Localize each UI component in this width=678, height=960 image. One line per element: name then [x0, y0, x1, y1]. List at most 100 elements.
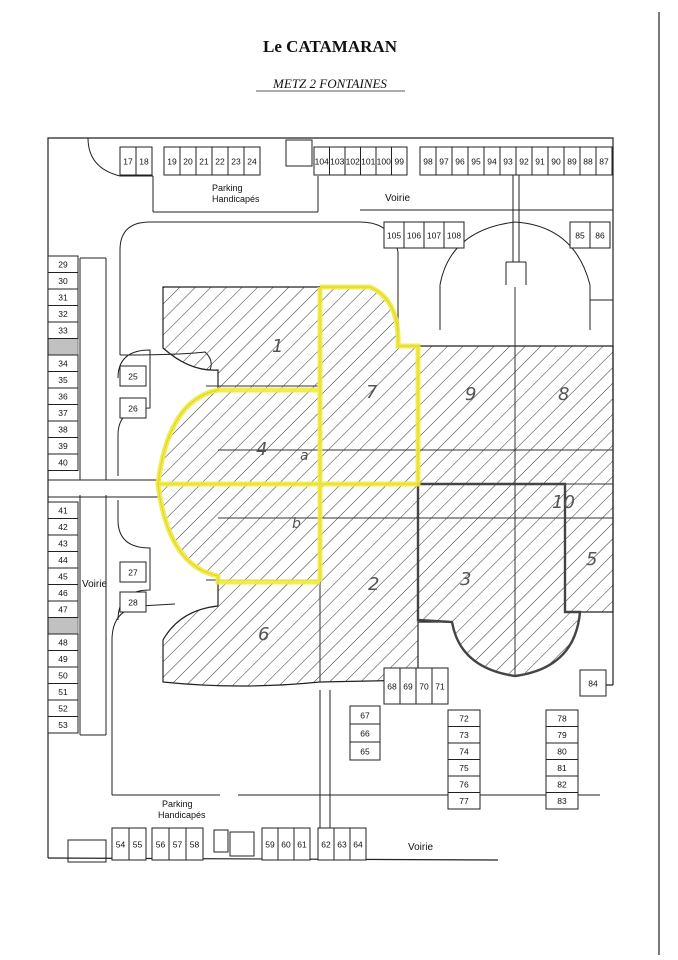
parking-stall: 91	[531, 146, 549, 176]
parking-stall-number: 34	[58, 359, 68, 369]
plan-subtitle: METZ 2 FONTAINES	[272, 76, 387, 91]
parking-stall: 32	[47, 305, 79, 323]
parking-stall: 17	[119, 146, 137, 176]
parking-stall: 55	[128, 827, 147, 861]
parking-stall-number: 54	[116, 839, 126, 849]
parking-stall-number: 26	[128, 403, 138, 413]
parking-stall: 79	[545, 726, 579, 744]
parking-stall: 31	[47, 288, 79, 306]
parking-stall-number: 36	[58, 392, 68, 402]
parking-stall: 49	[47, 650, 79, 668]
parking-stall-number: 50	[58, 671, 68, 681]
parking-stall: 65	[349, 741, 381, 761]
lot-number: 6	[258, 624, 269, 645]
parking-stall-number: 22	[215, 156, 225, 166]
parking-stall: 33	[47, 321, 79, 339]
parking-stall: 103	[329, 146, 346, 176]
parking-stall: 35	[47, 371, 79, 389]
parking-stall: 54	[111, 827, 130, 861]
parking-stall-number: 93	[503, 156, 513, 166]
lot-number: 4	[256, 439, 267, 460]
parking-stall: 72	[447, 709, 481, 727]
parking-stall-number: 62	[321, 839, 331, 849]
parking-stall-number: 30	[58, 276, 68, 286]
lot-number: a	[300, 448, 309, 464]
parking-stall: 89	[563, 146, 581, 176]
parking-stall-number: 81	[557, 763, 567, 773]
parking-stall-number: 86	[595, 230, 605, 240]
parking-stall-number: 79	[557, 730, 567, 740]
parking-stall: 62	[317, 827, 335, 861]
parking-stall: 51	[47, 683, 79, 701]
parking-stall-number: 71	[435, 681, 445, 691]
parking-stall: 96	[451, 146, 469, 176]
parking-stall-number: 20	[183, 156, 193, 166]
parking-stall: 44	[47, 551, 79, 569]
parking-stall: 90	[547, 146, 565, 176]
parking-stall: 19	[163, 146, 181, 176]
parking-stall-number: 103	[330, 156, 344, 166]
parking-stall-number: 68	[387, 681, 397, 691]
parking-stall-number: 72	[459, 714, 469, 724]
parking-stall: 75	[447, 759, 481, 777]
parking-stall: 87	[595, 146, 613, 176]
parking-handicap-label-bottom: Handicapés	[158, 810, 206, 820]
parking-stall-number: 83	[557, 796, 567, 806]
parking-stall: 58	[185, 827, 204, 861]
parking-stall: 57	[168, 827, 187, 861]
parking-stall: 82	[545, 775, 579, 793]
parking-stall: 66	[349, 723, 381, 743]
parking-stall-number: 60	[281, 839, 291, 849]
parking-stall: 101	[360, 146, 377, 176]
parking-stall: 102	[344, 146, 361, 176]
parking-stall: 20	[179, 146, 197, 176]
lot-3-outline	[416, 482, 582, 678]
parking-stall-number: 70	[419, 681, 429, 691]
parking-stall-number: 74	[459, 747, 469, 757]
parking-stall	[47, 338, 79, 356]
parking-stall: 108	[443, 221, 465, 249]
parking-stall-number: 66	[360, 728, 370, 738]
parking-stall-number: 27	[128, 567, 138, 577]
parking-stall: 86	[589, 221, 611, 249]
parking-stall: 107	[423, 221, 445, 249]
parking-handicap-label-top: Parking	[212, 183, 243, 193]
parking-stall: 99	[391, 146, 408, 176]
parking-stall: 50	[47, 666, 79, 684]
parking-stall: 41	[47, 501, 79, 519]
lot-number: 8	[558, 384, 569, 405]
parking-stall-number: 64	[353, 839, 363, 849]
parking-stall-number: 63	[337, 839, 347, 849]
parking-stall-number: 87	[599, 156, 609, 166]
parking-stall: 40	[47, 453, 79, 471]
parking-stall: 45	[47, 567, 79, 585]
parking-stall-number: 43	[58, 539, 68, 549]
plan-title: Le CATAMARAN	[263, 37, 398, 56]
parking-stall: 36	[47, 387, 79, 405]
parking-stall: 78	[545, 709, 579, 727]
parking-stall-number: 104	[315, 156, 329, 166]
parking-stall-number: 99	[395, 156, 405, 166]
lot-number: 2	[368, 574, 379, 595]
parking-stall: 97	[435, 146, 453, 176]
parking-stall: 104	[313, 146, 330, 176]
parking-stall-number: 51	[58, 687, 68, 697]
parking-stall: 69	[399, 667, 417, 705]
parking-stall: 53	[47, 716, 79, 734]
parking-stall-number: 19	[167, 156, 177, 166]
lot-number: 9	[465, 384, 476, 405]
parking-stall: 68	[383, 667, 401, 705]
parking-stall: 29	[47, 255, 79, 273]
parking-stall-number: 80	[557, 747, 567, 757]
parking-stall-number: 55	[133, 839, 143, 849]
parking-stall-number: 65	[360, 746, 370, 756]
parking-stall-number: 61	[297, 839, 307, 849]
parking-stall: 42	[47, 518, 79, 536]
parking-stall-number: 46	[58, 588, 68, 598]
parking-stall: 70	[415, 667, 433, 705]
lot-number: 5	[586, 549, 597, 570]
parking-stall-number: 59	[265, 839, 275, 849]
parking-stall: 25	[119, 365, 147, 387]
parking-stall-number: 97	[439, 156, 449, 166]
